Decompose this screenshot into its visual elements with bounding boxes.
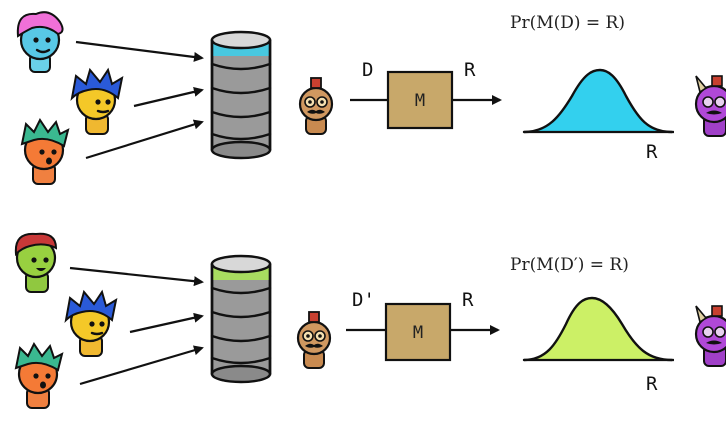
distribution-fill [524, 70, 672, 132]
probability-formula: Pr(M(D′) = R) [510, 255, 629, 275]
distribution-fill [524, 298, 672, 360]
probability-formula: Pr(M(D) = R) [510, 13, 625, 33]
input-label: D [362, 59, 373, 81]
curator-icon [298, 77, 334, 135]
arrow-person1-to-db [75, 40, 204, 62]
person-pink-hair-icon [16, 11, 64, 73]
axis-label: R [646, 373, 658, 395]
output-label: R [464, 59, 476, 81]
database-icon [210, 254, 272, 384]
mechanism-label: M [415, 91, 425, 111]
adversary-icon [694, 305, 726, 367]
mechanism-box [386, 70, 454, 130]
arrow-person3-to-db [85, 119, 204, 160]
mechanism-box [384, 302, 452, 362]
axis-label: R [646, 141, 658, 163]
database-icon [210, 30, 272, 160]
person-green-hair-icon [14, 342, 64, 409]
person-green-hair-icon [20, 118, 70, 185]
output-label: R [462, 289, 474, 311]
mechanism-label: M [413, 323, 423, 343]
bottom-row: D' M R Pr(M(D′) = R) R [14, 232, 726, 409]
output-distribution [522, 68, 674, 134]
arrow-person2-to-db [133, 86, 204, 108]
adversary-icon [694, 75, 726, 137]
arrow-person3-to-db [79, 345, 204, 386]
curator-icon [296, 311, 332, 369]
input-label: D' [352, 289, 375, 311]
person-blue-hair-icon [64, 289, 118, 357]
person-blue-hair-icon [70, 67, 124, 135]
arrow-person2-to-db [129, 312, 204, 334]
top-row: D M R Pr(M(D) = R) R [16, 11, 726, 185]
person-red-hair-icon [14, 232, 58, 293]
arrow-person1-to-db [69, 266, 204, 287]
output-distribution [522, 296, 674, 362]
